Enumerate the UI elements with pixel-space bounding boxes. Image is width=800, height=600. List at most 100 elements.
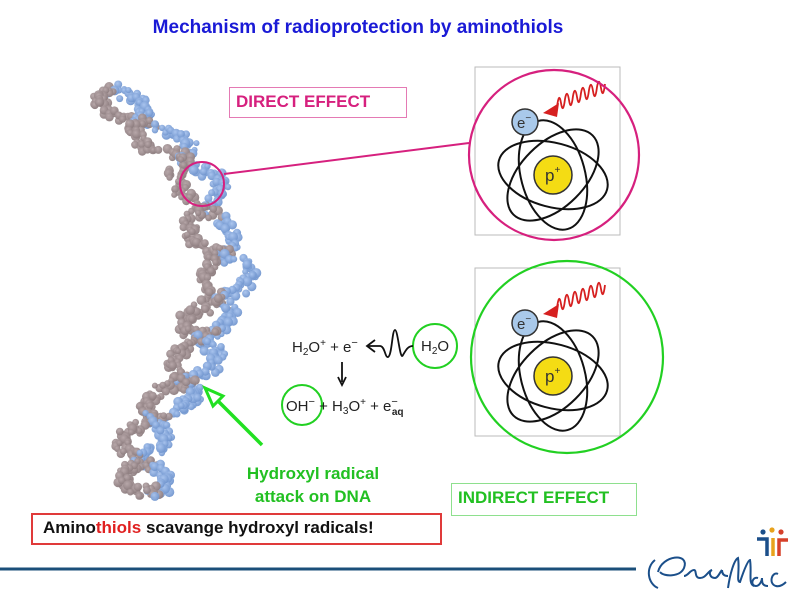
dna-atom (135, 427, 143, 435)
dna-atom (128, 429, 135, 436)
dna-atom (144, 141, 152, 149)
dna-atom (156, 426, 165, 435)
dna-atom (135, 492, 143, 500)
logo-script-mac (727, 556, 787, 589)
dna-target-circle (179, 161, 225, 207)
direct-effect-circle (467, 68, 641, 242)
reaction-scheme: H2O H2O+ + e− OH− + H3O+ + e−aq (281, 323, 458, 426)
dna-atom (230, 255, 238, 263)
dna-atom (188, 228, 196, 236)
direct-effect-label: DIRECT EFFECT (229, 87, 407, 118)
dna-double-helix (90, 80, 262, 501)
logo-figure-blue (757, 537, 769, 556)
dna-atom (228, 232, 239, 242)
dna-atom (175, 348, 182, 355)
dna-atom (116, 440, 123, 446)
dna-atom (248, 271, 257, 279)
dna-atom (232, 245, 239, 252)
dna-atom (123, 480, 133, 491)
dna-atom (125, 119, 135, 129)
dna-atom (173, 410, 181, 418)
arrow-left-icon (365, 339, 376, 353)
dna-atom (201, 239, 209, 248)
reaction-products-line1: H2O+ + e− (292, 337, 358, 358)
dna-atom (168, 361, 177, 370)
dna-atom (158, 124, 166, 132)
dna-atom (199, 167, 208, 176)
orbit-2 (506, 329, 600, 423)
dna-atom (183, 231, 191, 238)
logo-dot-yellow (769, 527, 775, 533)
dna-atom (115, 427, 124, 436)
dna-atom (205, 287, 214, 297)
dna-atom (205, 214, 213, 222)
dna-atom (193, 330, 203, 340)
dna-atom (191, 237, 201, 247)
dna-atom (95, 98, 104, 107)
orbit-0 (497, 139, 609, 211)
radiation-arrowhead (543, 304, 559, 318)
dna-atom (160, 412, 168, 419)
dna-atom (116, 95, 124, 103)
dna-atom (152, 421, 160, 429)
dna-atom (217, 343, 225, 351)
dna-atom (242, 268, 249, 275)
radiation-arrowhead (543, 103, 559, 117)
hydroxyl-attack-line2: attack on DNA (254, 487, 372, 506)
dna-atom (177, 156, 185, 163)
dna-atom (145, 116, 154, 125)
dna-atom (138, 120, 146, 128)
atom-diagram: p+e− (497, 80, 609, 231)
dna-atom (199, 346, 209, 356)
dna-atom (119, 115, 127, 123)
dna-atom (136, 449, 143, 457)
dna-atom (132, 120, 141, 129)
dna-atom (188, 165, 199, 176)
radiation-wave-icon (556, 80, 606, 109)
dna-atom (212, 259, 219, 266)
dna-atom (166, 174, 173, 181)
dna-atom (154, 145, 163, 154)
dna-atom (185, 305, 195, 315)
energy-wave-icon (368, 329, 414, 358)
dna-atom (156, 443, 166, 453)
dna-atom (209, 341, 217, 349)
dna-atom (131, 140, 139, 149)
dna-atom (213, 355, 223, 365)
dna-atom (161, 387, 170, 396)
dna-atom (221, 303, 231, 313)
dna-atom (133, 482, 143, 492)
dna-atom (182, 378, 191, 387)
dna-atom (227, 220, 237, 230)
dna-atom (188, 315, 196, 323)
dna-atom (204, 163, 211, 170)
dna-atom (209, 205, 218, 213)
dna-atom (143, 486, 151, 494)
dna-atom (165, 412, 173, 421)
dna-atom (148, 391, 157, 401)
hydroxyl-attack-line1: Hydroxyl radical (246, 464, 380, 483)
dna-atom (145, 109, 153, 117)
dna-atom (242, 276, 253, 287)
water-label: H2O (421, 338, 449, 357)
dna-atom (131, 129, 141, 139)
logo-dot-blue (760, 529, 766, 535)
dna-atom (119, 447, 127, 455)
dna-atom (216, 244, 224, 252)
dna-atom (242, 289, 251, 298)
dna-atom (220, 223, 230, 234)
callout-highlight: thiols (95, 518, 142, 537)
dna-atom (208, 189, 216, 197)
dna-atom (205, 253, 213, 261)
connector-line (223, 142, 470, 175)
dna-atom (171, 185, 179, 193)
logo-script-peter (647, 556, 729, 589)
dna-atom (171, 191, 178, 198)
dna-atom (184, 325, 192, 333)
aminothiols-callout: Aminothiols scavange hydroxyl radicals! (31, 513, 442, 545)
peter-mac-logo (647, 527, 788, 589)
callout-suffix: scavange hydroxyl radicals! (141, 518, 374, 537)
direct-atom-panel: p+e− (474, 66, 621, 236)
indirect-effect-label: INDIRECT EFFECT (451, 483, 637, 516)
